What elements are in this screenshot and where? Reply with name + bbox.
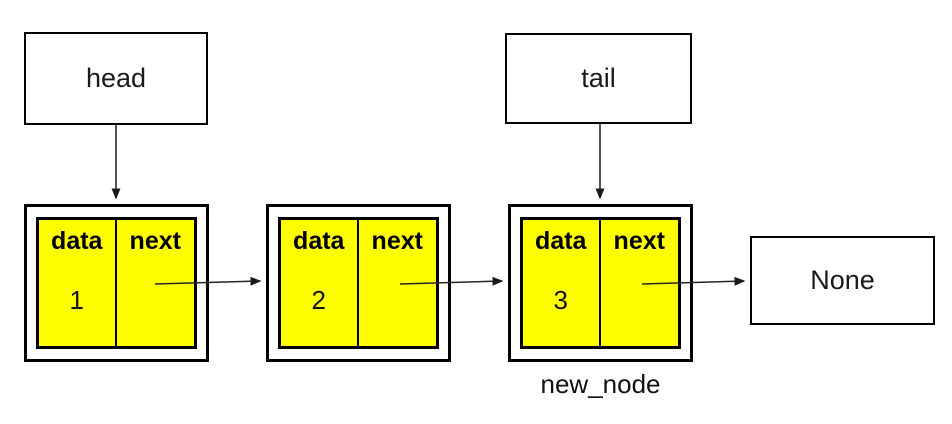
node-2-data-value: 2 xyxy=(311,285,326,315)
node-1-cells: data 1 next xyxy=(36,217,197,349)
list-node-3: data 3 next xyxy=(508,204,693,362)
node-3-next-cell: next xyxy=(601,220,679,346)
node-1-data-value: 1 xyxy=(69,285,84,315)
node-3-next-label: next xyxy=(613,227,665,255)
node-1-data-cell: data 1 xyxy=(39,220,117,346)
node-3-cells: data 3 next xyxy=(520,217,681,349)
node-3-data-cell: data 3 xyxy=(523,220,601,346)
head-pointer-box: head xyxy=(24,32,208,125)
list-node-2: data 2 next xyxy=(266,204,451,362)
node-2-next-cell: next xyxy=(359,220,437,346)
node-1-next-cell: next xyxy=(117,220,195,346)
node-2-data-cell: data 2 xyxy=(281,220,359,346)
node-3-data-label: data xyxy=(535,227,587,255)
node-1-data-label: data xyxy=(51,227,103,255)
node-2-next-label: next xyxy=(371,227,423,255)
tail-pointer-box: tail xyxy=(505,33,692,124)
node-3-data-value: 3 xyxy=(553,285,568,315)
new-node-caption: new_node xyxy=(540,369,661,399)
node-2-data-label: data xyxy=(293,227,345,255)
head-pointer-label: head xyxy=(85,63,147,93)
list-node-1: data 1 next xyxy=(24,204,209,362)
none-terminator-box: None xyxy=(750,236,935,325)
tail-pointer-label: tail xyxy=(581,63,616,93)
node-1-next-label: next xyxy=(129,227,181,255)
none-terminator-label: None xyxy=(810,265,875,295)
node-2-cells: data 2 next xyxy=(278,217,439,349)
